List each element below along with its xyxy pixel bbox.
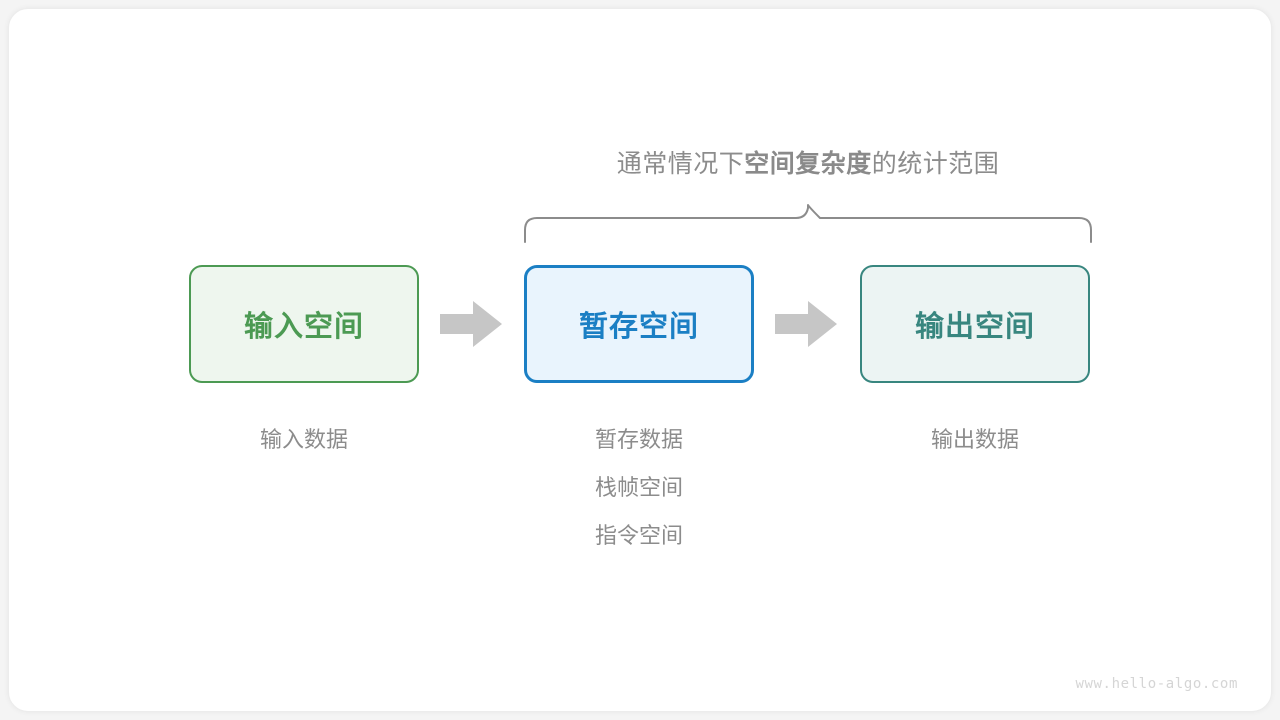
watermark: www.hello-algo.com <box>1075 676 1238 692</box>
box-temp-space-label: 暂存空间 <box>578 311 699 343</box>
scope-title-emphasis: 空间复杂度 <box>744 150 872 178</box>
caption-output-space: 输出数据 <box>825 416 1125 464</box>
caption-line: 栈帧空间 <box>594 475 683 500</box>
box-output-space[interactable]: 输出空间 <box>860 265 1090 383</box>
scope-title-prefix: 通常情况下 <box>616 150 745 178</box>
caption-input-space: 输入数据 <box>154 416 454 464</box>
box-input-space[interactable]: 输入空间 <box>189 265 419 383</box>
arrow-temp-to-output <box>775 300 837 348</box>
right-arrow-icon <box>440 301 502 347</box>
caption-line: 指令空间 <box>594 523 683 548</box>
caption-line: 输出数据 <box>930 427 1019 452</box>
curly-brace-icon <box>524 204 1092 243</box>
scope-brace <box>515 196 1100 252</box>
arrow-input-to-temp <box>440 300 502 348</box>
box-temp-space[interactable]: 暂存空间 <box>524 265 754 383</box>
right-arrow-icon <box>775 301 837 347</box>
scope-title: 通常情况下空间复杂度的统计范围 <box>0 144 1280 180</box>
box-input-space-label: 输入空间 <box>243 311 364 343</box>
caption-line: 暂存数据 <box>594 427 683 452</box>
scope-title-suffix: 的统计范围 <box>871 150 1000 178</box>
caption-temp-space: 暂存数据 栈帧空间 指令空间 <box>489 416 789 560</box>
box-output-space-label: 输出空间 <box>914 311 1035 343</box>
caption-line: 输入数据 <box>259 427 348 452</box>
